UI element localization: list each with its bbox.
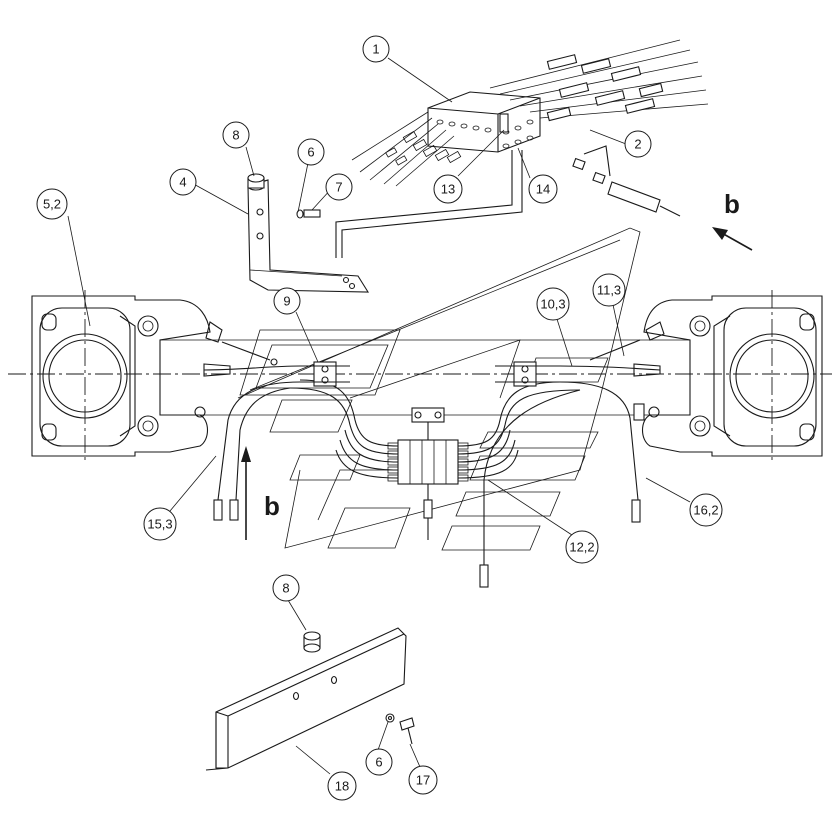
callout-10-3: 10,3	[536, 287, 570, 321]
view-arrow-right: b	[712, 189, 753, 251]
spacer-item-8-bottom	[303, 631, 321, 653]
view-arrow-left: b	[241, 446, 280, 540]
left-axle-housing	[31, 295, 223, 457]
callout-8-bottom: 8	[272, 574, 300, 602]
left-grease-lines	[203, 341, 301, 521]
svg-text:10,3: 10,3	[540, 297, 565, 312]
feed-lines-top-left	[351, 111, 462, 187]
svg-text:12,2: 12,2	[569, 540, 594, 555]
callout-8-top: 8	[222, 121, 250, 149]
svg-text:1: 1	[372, 42, 379, 57]
leader-lines	[67, 57, 691, 775]
callout-5-2: 5,2	[36, 188, 68, 220]
callout-6-top: 6	[297, 138, 325, 166]
view-label-b-right: b	[724, 189, 740, 219]
spacer-item-8-top	[247, 173, 265, 191]
callout-2: 2	[624, 130, 652, 158]
callout-6-bottom: 6	[365, 748, 393, 776]
callout-9: 9	[273, 287, 301, 315]
svg-text:14: 14	[536, 182, 550, 197]
lubrication-distributor	[289, 379, 581, 540]
svg-text:9: 9	[283, 294, 290, 309]
svg-text:11,3: 11,3	[597, 283, 621, 298]
svg-text:4: 4	[179, 175, 186, 190]
distribution-block	[335, 91, 541, 258]
svg-text:8: 8	[282, 581, 289, 596]
callout-13: 13	[433, 174, 463, 204]
callout-12-2: 12,2	[565, 530, 599, 564]
right-grease-lines	[479, 339, 661, 588]
svg-text:7: 7	[335, 180, 342, 195]
svg-text:6: 6	[307, 145, 314, 160]
callout-7: 7	[325, 173, 353, 201]
washer-item-6-bottom	[385, 713, 395, 723]
callout-1: 1	[362, 35, 390, 63]
svg-text:2: 2	[634, 137, 641, 152]
svg-text:17: 17	[416, 773, 430, 788]
svg-text:8: 8	[232, 128, 239, 143]
bracket-item-4	[247, 179, 370, 293]
callout-4: 4	[169, 168, 197, 196]
callout-15-3: 15,3	[143, 507, 177, 541]
hose-clamp-left	[300, 361, 350, 387]
feed-lines-top-right	[489, 39, 709, 122]
right-axle-housing	[641, 295, 823, 457]
callout-16-2: 16,2	[689, 493, 723, 527]
washer-and-screw-6-7	[296, 209, 321, 219]
svg-text:16,2: 16,2	[693, 503, 718, 518]
bottom-plate-item-18	[205, 627, 407, 771]
view-label-b-left: b	[264, 491, 280, 521]
screw-item-17	[399, 717, 415, 745]
svg-text:6: 6	[375, 755, 382, 770]
callout-11-3: 11,3	[592, 273, 626, 307]
callout-17: 17	[408, 765, 438, 795]
hose-clamp-right	[495, 361, 560, 387]
callout-18: 18	[327, 771, 357, 801]
svg-text:18: 18	[335, 779, 349, 794]
adapter-item-2	[572, 145, 681, 217]
svg-text:13: 13	[441, 182, 455, 197]
svg-text:15,3: 15,3	[147, 517, 172, 532]
svg-text:5,2: 5,2	[43, 197, 61, 212]
callout-14: 14	[528, 174, 558, 204]
